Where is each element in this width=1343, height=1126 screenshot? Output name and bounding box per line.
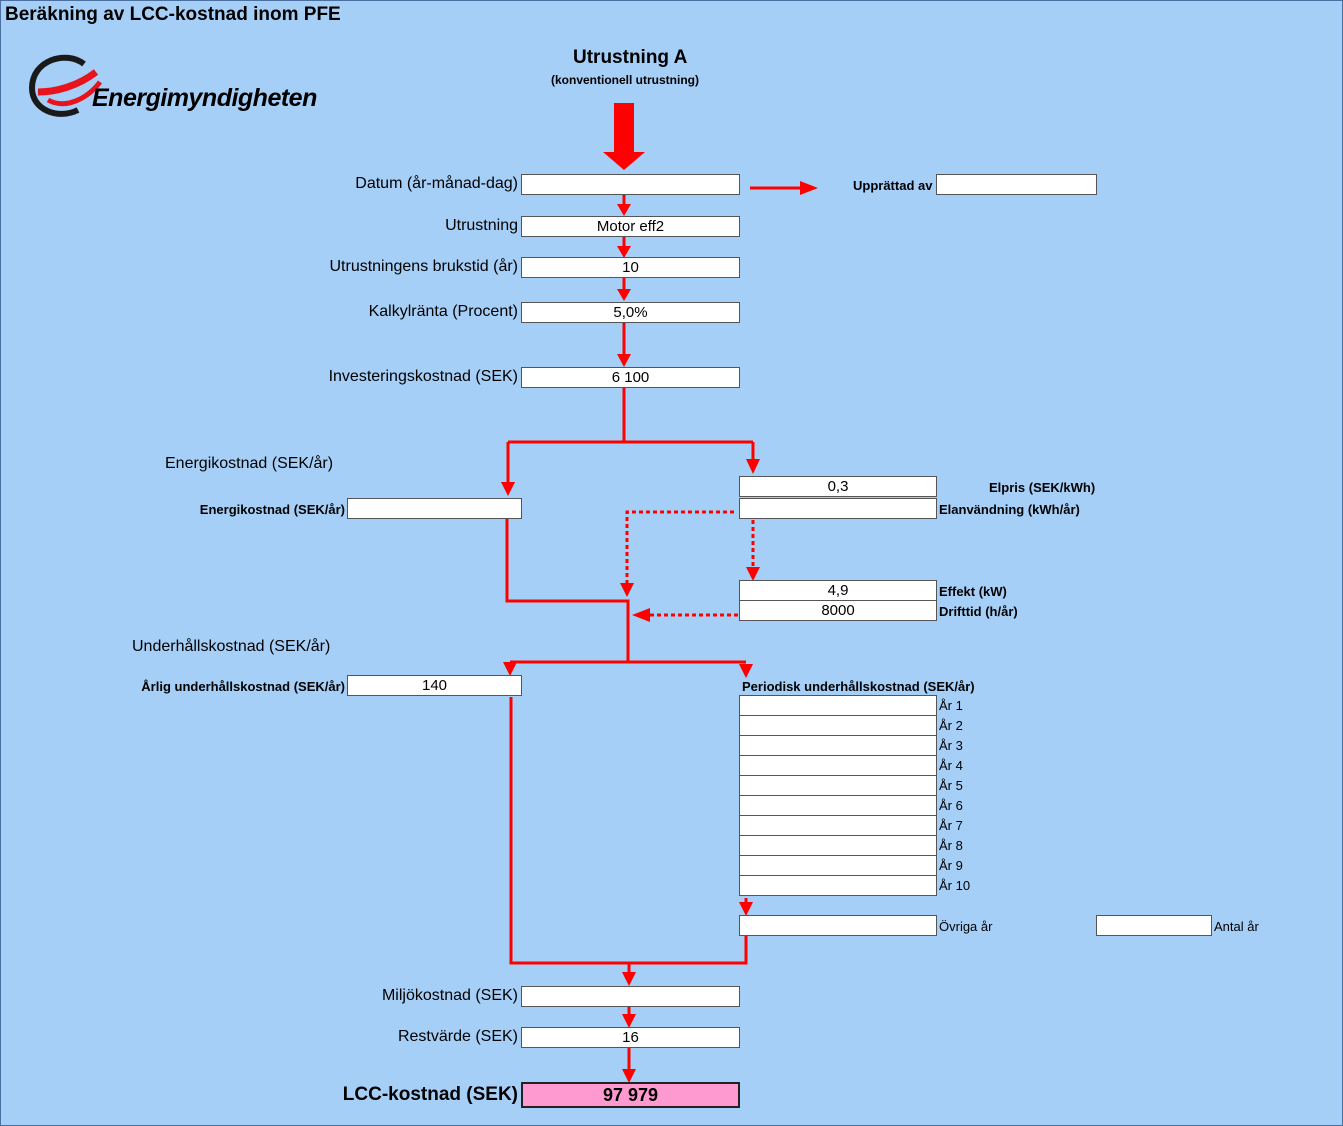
datum-label: Datum (år-månad-dag) <box>355 175 518 192</box>
datum-field[interactable] <box>521 174 740 195</box>
equipment-subtitle: (konventionell utrustning) <box>551 73 699 87</box>
restvarde-field[interactable]: 16 <box>521 1027 740 1048</box>
year-label: År 8 <box>939 838 963 853</box>
energimyndigheten-logo: Energimyndigheten <box>26 52 326 122</box>
year-field[interactable] <box>739 815 937 836</box>
year-field[interactable] <box>739 855 937 876</box>
effekt-label: Effekt (kW) <box>939 584 1007 599</box>
year-label: År 3 <box>939 738 963 753</box>
elanvandning-field[interactable] <box>739 498 937 519</box>
miljokostnad-field[interactable] <box>521 986 740 1007</box>
energy-heading: Energikostnad (SEK/år) <box>165 455 334 472</box>
energy-cost-field[interactable] <box>347 498 522 519</box>
year-field[interactable] <box>739 875 937 896</box>
brukstid-label: Utrustningens brukstid (år) <box>329 258 518 275</box>
antal-ar-label: Antal år <box>1214 919 1259 934</box>
elpris-field[interactable]: 0,3 <box>739 476 937 497</box>
year-label: År 4 <box>939 758 963 773</box>
lcc-label: LCC-kostnad (SEK) <box>342 1084 518 1105</box>
year-label: År 6 <box>939 798 963 813</box>
year-label: År 1 <box>939 698 963 713</box>
effekt-field[interactable]: 4,9 <box>739 580 937 601</box>
investering-field[interactable]: 6 100 <box>521 367 740 388</box>
equipment-title: Utrustning A <box>573 47 688 68</box>
elanvandning-label: Elanvändning (kWh/år) <box>939 502 1080 517</box>
page-title: Beräkning av LCC-kostnad inom PFE <box>5 4 341 25</box>
kalkylranta-field[interactable]: 5,0% <box>521 302 740 323</box>
brukstid-field[interactable]: 10 <box>521 257 740 278</box>
year-label: År 9 <box>939 858 963 873</box>
year-label: År 5 <box>939 778 963 793</box>
annual-maintenance-field[interactable]: 140 <box>347 675 522 696</box>
maintenance-heading: Underhållskostnad (SEK/år) <box>132 638 331 655</box>
year-field[interactable] <box>739 775 937 796</box>
upprattad-av-label: Upprättad av <box>853 178 933 193</box>
logo-text: Energimyndigheten <box>92 84 317 112</box>
year-field[interactable] <box>739 755 937 776</box>
ovriga-ar-field[interactable] <box>739 915 937 936</box>
year-field[interactable] <box>739 715 937 736</box>
investering-label: Investeringskostnad (SEK) <box>328 368 518 385</box>
ovriga-ar-label: Övriga år <box>939 919 993 934</box>
year-field[interactable] <box>739 795 937 816</box>
year-field[interactable] <box>739 735 937 756</box>
lcc-total-field: 97 979 <box>521 1082 740 1108</box>
logo-swoosh-icon <box>28 54 102 117</box>
upprattad-av-field[interactable] <box>936 174 1097 195</box>
utrustning-label: Utrustning <box>445 217 518 234</box>
year-label: År 10 <box>939 878 971 893</box>
antal-ar-field[interactable] <box>1096 915 1212 936</box>
drifttid-label: Drifttid (h/år) <box>939 604 1018 619</box>
year-label: År 2 <box>939 718 963 733</box>
elpris-label: Elpris (SEK/kWh) <box>989 480 1096 495</box>
restvarde-label: Restvärde (SEK) <box>397 1028 518 1045</box>
year-field[interactable] <box>739 835 937 856</box>
drifttid-field[interactable]: 8000 <box>739 600 937 621</box>
year-field[interactable] <box>739 695 937 716</box>
utrustning-field[interactable]: Motor eff2 <box>521 216 740 237</box>
annual-maintenance-label: Årlig underhållskostnad (SEK/år) <box>141 679 345 694</box>
year-label: År 7 <box>939 818 963 833</box>
periodic-maintenance-label: Periodisk underhållskostnad (SEK/år) <box>742 679 975 694</box>
miljokostnad-label: Miljökostnad (SEK) <box>381 987 518 1004</box>
energy-cost-label: Energikostnad (SEK/år) <box>199 502 345 517</box>
kalkylranta-label: Kalkylränta (Procent) <box>368 303 518 320</box>
